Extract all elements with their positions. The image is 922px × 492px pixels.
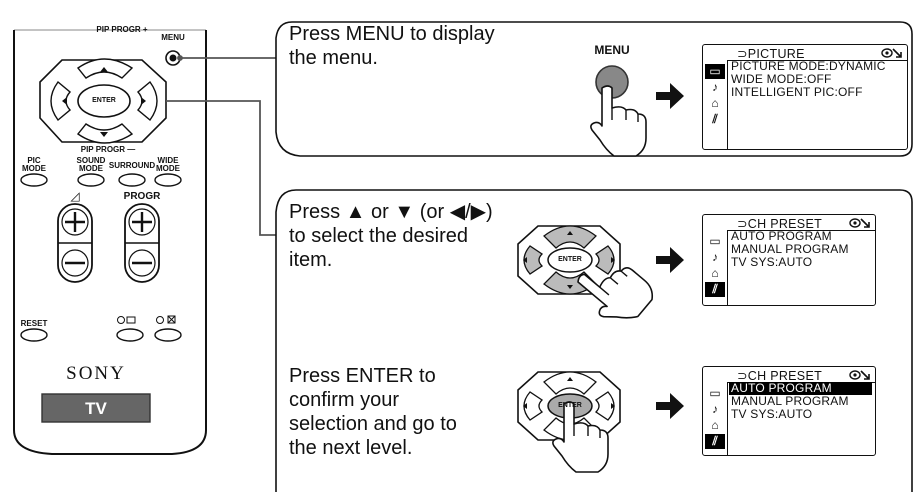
osd-title: ⊃PICTURE xyxy=(737,47,805,61)
channel-preset-icon: ⫽ xyxy=(712,112,718,126)
right-button[interactable] xyxy=(136,80,158,122)
pip-minus-label: PIP PROGR — xyxy=(80,145,136,154)
enter-label-step2: ENTER xyxy=(558,256,582,263)
progr-label: PROGR xyxy=(123,191,161,202)
left-button[interactable] xyxy=(50,80,72,122)
off-timer-button[interactable] xyxy=(154,328,182,342)
osd-menu-item: MANUAL PROGRAM xyxy=(731,242,849,256)
osd-title: ⊃CH PRESET xyxy=(737,369,823,383)
sound-mode-button[interactable] xyxy=(77,173,105,187)
menu-button-label: MENU xyxy=(594,43,630,57)
sound-icon: ♪ xyxy=(712,250,718,264)
tv-button[interactable] xyxy=(41,393,151,423)
osd-title: ⊃CH PRESET xyxy=(737,217,823,231)
remote-control xyxy=(13,29,207,455)
surround-button[interactable] xyxy=(118,173,146,187)
osd-menu-item: WIDE MODE:OFF xyxy=(731,72,832,86)
dpad-step3 xyxy=(517,371,621,473)
picture-icon: ▭ xyxy=(709,234,721,248)
callout-lines xyxy=(166,55,276,236)
arrow-icon-3 xyxy=(656,393,684,419)
step1-panel xyxy=(275,21,913,157)
sony-logo: SONY xyxy=(66,363,126,384)
features-icon: ⌂ xyxy=(711,96,719,110)
channel-preset-icon: ⫽ xyxy=(705,434,725,449)
osd-menu-item: INTELLIGENT PIC:OFF xyxy=(731,85,863,99)
osd-menu-item: AUTO PROGRAM xyxy=(731,229,832,243)
off-timer-icon xyxy=(156,315,176,324)
channel-preset-icon: ⫽ xyxy=(705,282,725,297)
tv-label: TV xyxy=(85,399,107,418)
features-icon: ⌂ xyxy=(711,266,719,280)
osd-menu-item: AUTO PROGRAM xyxy=(729,382,872,395)
arrow-icon-1 xyxy=(656,83,684,109)
reset-label: RESET xyxy=(20,319,48,328)
dpad-step2 xyxy=(517,225,660,336)
remote-sensor-icon xyxy=(849,218,870,228)
pic-mode-button[interactable] xyxy=(20,173,48,187)
timer-button[interactable] xyxy=(116,328,144,342)
sound-icon: ♪ xyxy=(712,80,718,94)
enter-label-step3: ENTER xyxy=(558,402,582,409)
remote-sensor-icon xyxy=(881,48,902,58)
picture-icon: ▭ xyxy=(705,64,725,79)
pip-plus-label: PIP PROGR + xyxy=(96,25,148,34)
timer-icon xyxy=(117,316,136,324)
menu-label: MENU xyxy=(161,33,185,42)
arrow-icon-2 xyxy=(656,247,684,273)
features-icon: ⌂ xyxy=(711,418,719,432)
step2-panel xyxy=(275,189,913,492)
surround-label: SURROUND xyxy=(108,161,156,170)
osd-menu-item: TV SYS:AUTO xyxy=(731,407,813,421)
remote-sensor-icon xyxy=(849,370,870,380)
step2-text: Press ▲ or ▼ (or ◀/▶)to select the desir… xyxy=(289,201,493,271)
wide-mode-button[interactable] xyxy=(154,173,182,187)
picture-icon: ▭ xyxy=(709,386,721,400)
osd-menu-item: TV SYS:AUTO xyxy=(731,255,813,269)
enter-button[interactable] xyxy=(77,84,131,118)
enter-label: ENTER xyxy=(92,97,116,104)
osd-menu-item: MANUAL PROGRAM xyxy=(731,394,849,408)
osd-menu-item: PICTURE MODE:DYNAMIC xyxy=(731,59,886,73)
reset-button[interactable] xyxy=(20,328,48,342)
sound-icon: ♪ xyxy=(712,402,718,416)
volume-symbol: ◿ xyxy=(70,189,80,203)
